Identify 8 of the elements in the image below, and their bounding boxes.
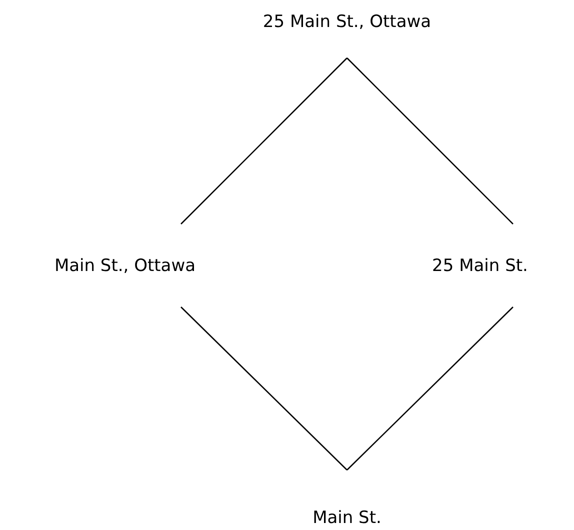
address-label: Main St.	[312, 508, 382, 528]
address-label: Main St., Ottawa	[54, 256, 196, 276]
address-label: 25 Main St.	[432, 256, 528, 276]
connector-line	[180, 58, 348, 224]
connector-line	[346, 58, 514, 224]
address-label: 25 Main St., Ottawa	[262, 12, 432, 32]
connector-line	[346, 306, 514, 470]
connector-line	[180, 306, 348, 470]
